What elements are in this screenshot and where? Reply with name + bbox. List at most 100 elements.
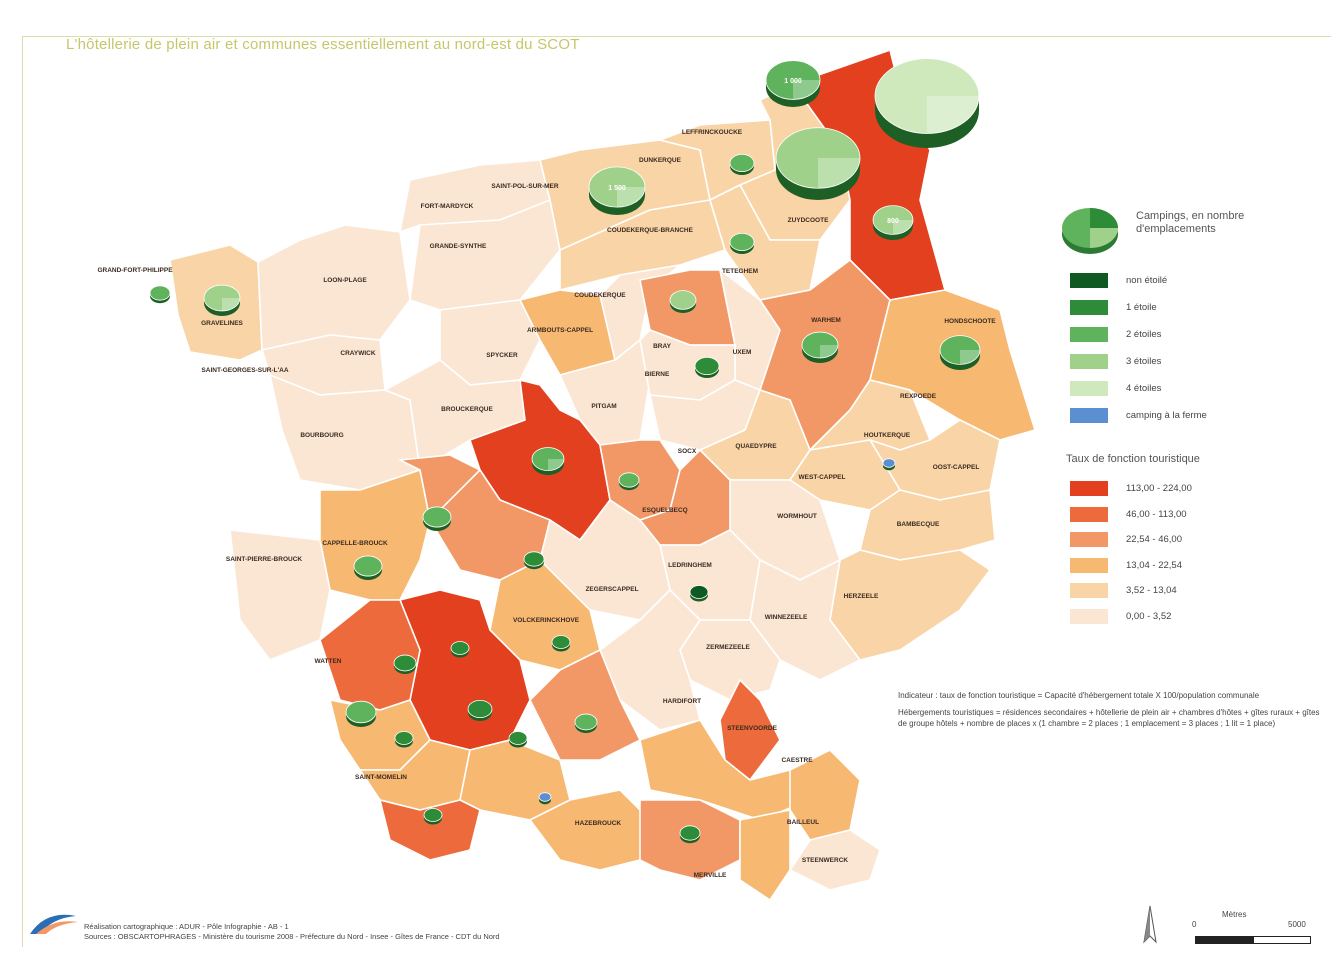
camping-pie[interactable] bbox=[345, 700, 377, 727]
legend-camping-label: 4 étoiles bbox=[1126, 383, 1162, 394]
scale-unit: Mètres bbox=[1222, 910, 1247, 919]
region-lederzeele[interactable] bbox=[529, 649, 641, 761]
commune-label: MERVILLE bbox=[694, 872, 727, 879]
commune-label: WEST-CAPPEL bbox=[799, 474, 846, 481]
commune-label: COUDEKERQUE-BRANCHE bbox=[607, 227, 694, 234]
camping-pie[interactable] bbox=[523, 551, 545, 570]
legend-taux-row: 22,54 - 46,00 bbox=[1070, 531, 1182, 548]
scale-max: 5000 bbox=[1288, 920, 1306, 929]
scale-bar-light bbox=[1253, 936, 1311, 944]
commune-label: CRAYWICK bbox=[340, 350, 375, 357]
camping-pies: 1 000 800 1 500 bbox=[149, 58, 981, 844]
region-herzeele[interactable] bbox=[829, 549, 991, 661]
commune-label: ZERMEZEELE bbox=[706, 644, 750, 651]
legend-camping-row: camping à la ferme bbox=[1070, 407, 1207, 424]
legend-taux-swatch bbox=[1070, 608, 1108, 624]
camping-pie[interactable] bbox=[775, 127, 861, 200]
camping-pie[interactable] bbox=[394, 731, 414, 748]
camping-pie[interactable] bbox=[508, 731, 528, 748]
region-cappelle-brouck[interactable] bbox=[319, 469, 431, 601]
region-saint-pierre-brouck[interactable] bbox=[229, 529, 331, 661]
commune-label: COUDEKERQUE bbox=[574, 292, 626, 299]
commune-label: ZUYDCOOTE bbox=[788, 217, 829, 224]
camping-pie[interactable] bbox=[422, 506, 452, 531]
camping-pie[interactable] bbox=[450, 641, 470, 658]
legend-taux-row: 46,00 - 113,00 bbox=[1070, 506, 1187, 523]
commune-label: CAESTRE bbox=[781, 757, 813, 764]
region-loon-plage[interactable] bbox=[257, 224, 411, 351]
camping-pie[interactable] bbox=[467, 699, 493, 721]
scale-bar-dark bbox=[1195, 936, 1253, 944]
camping-pie[interactable] bbox=[729, 232, 755, 254]
camping-pie[interactable] bbox=[689, 585, 709, 602]
camping-pie[interactable] bbox=[353, 555, 383, 580]
camping-pie[interactable] bbox=[574, 713, 598, 734]
legend-taux-swatch bbox=[1070, 532, 1108, 547]
commune-label: BIERNE bbox=[645, 371, 670, 378]
region-hardifort[interactable] bbox=[599, 589, 701, 731]
camping-pie[interactable] bbox=[874, 58, 980, 148]
camping-pie-label: 1 000 bbox=[784, 78, 802, 85]
commune-label: WORMHOUT bbox=[777, 513, 817, 520]
commune-label: GRAND-FORT-PHILIPPE bbox=[97, 267, 173, 274]
commune-label: BAMBECQUE bbox=[897, 521, 940, 528]
camping-pie[interactable] bbox=[149, 285, 171, 304]
commune-label: HONDSCHOOTE bbox=[944, 318, 996, 325]
footer-line-2: Sources : OBSCARTOPHRAGES - Ministère du… bbox=[84, 932, 500, 941]
camping-pie[interactable] bbox=[538, 792, 552, 805]
camping-pie[interactable]: 1 500 bbox=[588, 166, 646, 215]
camping-pie[interactable]: 1 000 bbox=[765, 60, 821, 107]
commune-label: PITGAM bbox=[591, 403, 616, 410]
footer-credits: Réalisation cartographique : ADUR - Pôle… bbox=[84, 922, 500, 942]
region-grande-synthe[interactable] bbox=[409, 199, 561, 311]
commune-label: REXPOEDE bbox=[900, 393, 937, 400]
camping-pie[interactable] bbox=[694, 356, 720, 378]
camping-pie[interactable] bbox=[618, 472, 640, 491]
camping-pie[interactable] bbox=[551, 635, 571, 652]
camping-pie[interactable]: 800 bbox=[872, 205, 914, 241]
region-watten[interactable] bbox=[319, 599, 421, 711]
legend-camping-row: 2 étoiles bbox=[1070, 326, 1161, 343]
region-looberghe[interactable] bbox=[399, 454, 481, 521]
commune-label: UXEM bbox=[733, 349, 752, 356]
commune-label: GRANDE-SYNTHE bbox=[430, 243, 487, 250]
legend-camping-row: 4 étoiles bbox=[1070, 380, 1161, 397]
camping-pie-label: 800 bbox=[887, 218, 899, 225]
camping-pie[interactable] bbox=[801, 331, 839, 364]
adur-logo-icon bbox=[30, 914, 78, 934]
legend-camping-swatch bbox=[1070, 381, 1108, 396]
camping-pie[interactable] bbox=[882, 458, 896, 471]
map-frame bbox=[22, 36, 1331, 947]
legend-taux-title: Taux de fonction touristique bbox=[1066, 453, 1200, 465]
camping-pie[interactable] bbox=[679, 825, 701, 844]
note-indicator: Indicateur : taux de fonction touristiqu… bbox=[898, 691, 1260, 700]
commune-label: BOURBOURG bbox=[300, 432, 343, 439]
legend-taux-row: 113,00 - 224,00 bbox=[1070, 480, 1192, 497]
commune-label: HAZEBROUCK bbox=[575, 820, 622, 827]
commune-label: STEENWERCK bbox=[802, 857, 849, 864]
legend-taux-swatch bbox=[1070, 481, 1108, 496]
north-arrow-icon bbox=[1143, 905, 1157, 944]
commune-label: LEDRINGHEM bbox=[668, 562, 712, 569]
camping-pie[interactable] bbox=[669, 290, 697, 314]
commune-label: LEFFRINCKOUCKE bbox=[682, 129, 743, 136]
commune-label: FORT-MARDYCK bbox=[421, 203, 474, 210]
camping-pie[interactable] bbox=[939, 335, 981, 370]
camping-pie[interactable] bbox=[203, 284, 241, 317]
camping-pie[interactable] bbox=[729, 153, 755, 175]
commune-label: SAINT-MOMELIN bbox=[355, 774, 407, 781]
commune-label: HARDIFORT bbox=[663, 698, 701, 705]
commune-label: VOLCKERINCKHOVE bbox=[513, 617, 580, 624]
commune-label: WARHEM bbox=[811, 317, 841, 324]
camping-pie[interactable] bbox=[393, 654, 417, 675]
footer-line-1: Réalisation cartographique : ADUR - Pôle… bbox=[84, 922, 289, 931]
commune-label: ZEGERSCAPPEL bbox=[585, 586, 638, 593]
region-teteghem[interactable] bbox=[709, 184, 821, 301]
region-vieux-berquin[interactable] bbox=[739, 809, 791, 901]
camping-pie[interactable] bbox=[423, 808, 443, 825]
region-blaringhem[interactable] bbox=[379, 799, 481, 861]
camping-pie[interactable] bbox=[531, 447, 565, 476]
legend-camping-swatch bbox=[1070, 327, 1108, 342]
region-coudekerque-branche[interactable] bbox=[559, 199, 726, 291]
